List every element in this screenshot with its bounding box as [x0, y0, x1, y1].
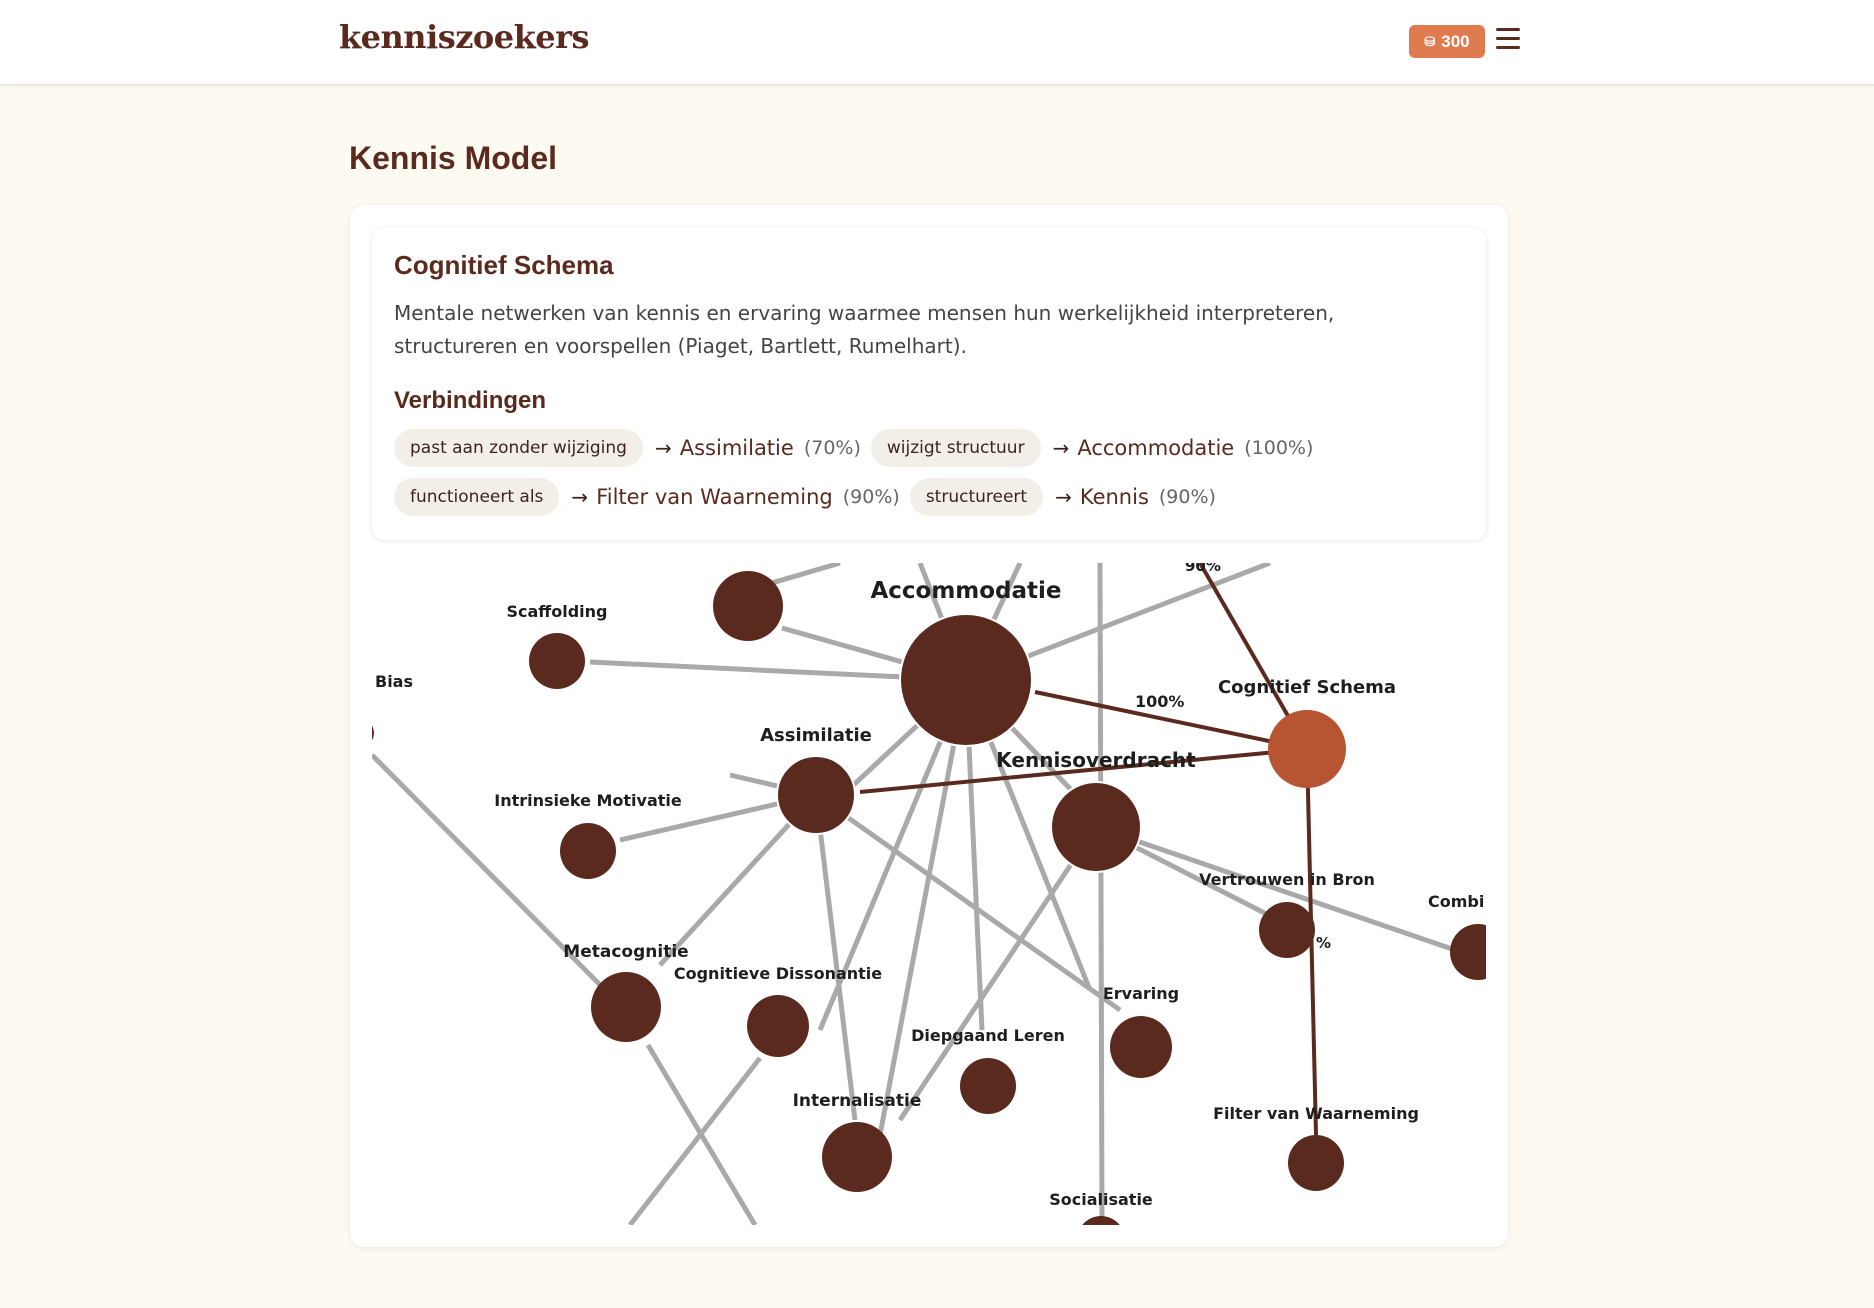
top-navigation-bar: kenniszoekers ⛁ 300 — [0, 0, 1874, 86]
arrow-right-icon: → — [1055, 485, 1072, 510]
graph-node-kennisoverdracht[interactable]: Kennisoverdracht — [996, 748, 1196, 873]
graph-node-filter-van-waarneming[interactable]: Filter van Waarneming — [1213, 1104, 1419, 1191]
connection-strength: (70%) — [803, 437, 861, 460]
graph-node-socialisatie[interactable]: Socialisatie — [1049, 1190, 1153, 1225]
relation-pill: structureert — [909, 478, 1044, 517]
node-label: Socialisatie — [1049, 1190, 1153, 1209]
graph-node-combi[interactable]: Combi — [1428, 892, 1486, 980]
connection-target-link[interactable]: Kennis — [1079, 485, 1149, 510]
node-label: Intrinsieke Motivatie — [494, 791, 682, 810]
node-label: Filter van Waarneming — [1213, 1104, 1419, 1123]
relation-pill: functioneert als — [394, 478, 560, 517]
relation-pill: past aan zonder wijziging — [394, 429, 643, 468]
graph-node-intrinsieke-motivatie[interactable]: Intrinsieke Motivatie — [494, 791, 682, 879]
node-label: Ervaring — [1103, 984, 1179, 1003]
node-label: Scaffolding — [506, 602, 607, 621]
graph-node-ervaring[interactable]: Ervaring — [1103, 984, 1179, 1078]
coins-count: 300 — [1441, 31, 1470, 51]
coins-badge[interactable]: ⛁ 300 — [1409, 25, 1485, 58]
logo[interactable]: kenniszoekers — [339, 18, 590, 56]
graph-node-diepgaand-leren[interactable]: Diepgaand Leren — [911, 1026, 1065, 1114]
node-label: Internalisatie — [793, 1091, 922, 1111]
node-label: Cognitief Schema — [1218, 677, 1396, 698]
edge-label: % — [1316, 934, 1331, 952]
concept-detail-card: Cognitief Schema Mentale netwerken van k… — [372, 228, 1486, 540]
node-label: Vertrouwen in Bron — [1199, 870, 1375, 889]
graph-node-metacognitie[interactable]: Metacognitie — [563, 942, 689, 1042]
edge-label: 100% — [1135, 692, 1184, 711]
knowledge-graph[interactable]: 100% 90% % Accommodatie Cognitief Schema… — [372, 563, 1486, 1225]
connection-item: functioneert als → Filter van Waarneming… — [394, 478, 900, 517]
node-label: Accommodatie — [870, 578, 1061, 604]
connections-heading: Verbindingen — [394, 387, 547, 415]
connection-strength: (90%) — [842, 486, 900, 509]
graph-node-vertrouwen-in-bron[interactable]: Vertrouwen in Bron — [1199, 870, 1375, 958]
relation-pill: wijzigt structuur — [870, 429, 1041, 468]
page-title: Kennis Model — [349, 140, 558, 176]
graph-node-scaffolding[interactable]: Scaffolding — [506, 602, 608, 689]
connection-target-link[interactable]: Filter van Waarneming — [596, 485, 833, 510]
connection-strength: (100%) — [1244, 437, 1314, 460]
connection-target-link[interactable]: Assimilatie — [679, 436, 794, 461]
graph-node-top[interactable] — [713, 571, 783, 641]
graph-node-assimilatie[interactable]: Assimilatie — [760, 725, 872, 835]
node-label: Assimilatie — [760, 725, 872, 746]
node-label: Combi — [1428, 892, 1484, 911]
connection-item: past aan zonder wijziging → Assimilatie … — [394, 429, 861, 468]
edge-label: 90% — [1185, 563, 1221, 575]
coins-icon: ⛁ — [1424, 33, 1436, 49]
connection-item: wijzigt structuur → Accommodatie (100%) — [870, 429, 1314, 468]
node-label: Metacognitie — [563, 942, 688, 962]
graph-node-bias[interactable]: Bias — [372, 672, 413, 747]
connection-strength: (90%) — [1158, 486, 1216, 509]
knowledge-graph-canvas[interactable]: 100% 90% % Accommodatie Cognitief Schema… — [372, 563, 1486, 1225]
arrow-right-icon: → — [654, 436, 672, 461]
concept-title: Cognitief Schema — [394, 250, 614, 280]
graph-node-internalisatie[interactable]: Internalisatie — [793, 1091, 922, 1192]
graph-node-cognitief-schema[interactable]: Cognitief Schema — [1218, 677, 1396, 788]
node-label: Kennisoverdracht — [996, 748, 1196, 772]
connection-item: structureert → Kennis (90%) — [909, 478, 1216, 517]
graph-node-cognitieve-dissonantie[interactable]: Cognitieve Dissonantie — [674, 964, 882, 1057]
node-label: Bias — [375, 672, 413, 691]
node-label: Diepgaand Leren — [911, 1026, 1065, 1045]
connections-list: past aan zonder wijziging → Assimilatie … — [394, 429, 1474, 517]
arrow-right-icon: → — [571, 485, 589, 510]
arrow-right-icon: → — [1052, 436, 1070, 461]
connection-target-link[interactable]: Accommodatie — [1077, 436, 1235, 461]
graph-node-accommodatie[interactable]: Accommodatie — [870, 578, 1062, 747]
node-label: Cognitieve Dissonantie — [674, 964, 882, 983]
concept-description: Mentale netwerken van kennis en ervaring… — [394, 301, 1335, 359]
hamburger-icon[interactable] — [1496, 28, 1520, 52]
